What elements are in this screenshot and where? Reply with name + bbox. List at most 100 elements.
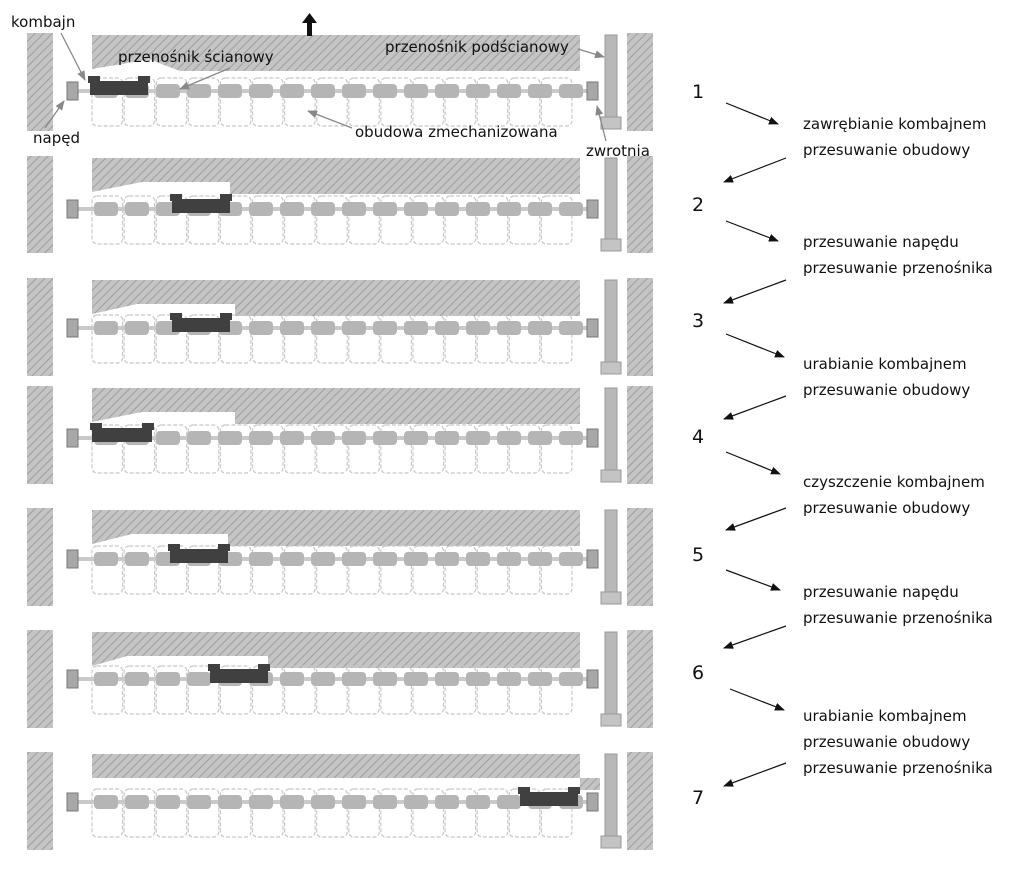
rib-hatch	[627, 508, 653, 606]
support-unit	[219, 788, 252, 838]
conveyor-pan	[373, 84, 397, 98]
conveyor-pan	[94, 795, 118, 809]
support-unit	[444, 788, 477, 838]
step-action: urabianie kombajnem	[803, 707, 967, 725]
step-action: przesuwanie obudowy	[803, 141, 970, 159]
shearer-body	[170, 549, 228, 563]
panels-group	[27, 33, 653, 850]
conveyor-pan	[528, 202, 552, 216]
coal-face-hatch	[92, 510, 580, 546]
conveyor-pan	[280, 84, 304, 98]
support-unit	[155, 314, 188, 364]
support-unit	[316, 665, 348, 715]
support-unit	[123, 788, 156, 838]
conveyor-pan	[559, 321, 583, 335]
support-unit	[444, 77, 477, 127]
support-unit	[412, 665, 445, 715]
support-unit	[187, 545, 220, 595]
stage-loader	[604, 753, 618, 839]
conveyor-pan	[125, 552, 149, 566]
step-action: przesuwanie napędu	[803, 233, 959, 251]
shearer-drum	[220, 313, 232, 320]
conveyor-pan	[187, 795, 211, 809]
shearer-drum	[88, 76, 100, 83]
conveyor-pan	[373, 795, 397, 809]
conveyor-pan	[156, 795, 180, 809]
support-unit	[91, 545, 124, 595]
support-unit	[251, 788, 284, 838]
support-unit	[444, 314, 477, 364]
step-number: 7	[692, 787, 704, 809]
conveyor-pan	[497, 672, 521, 686]
conveyor-pan	[280, 672, 304, 686]
panel-1	[27, 33, 653, 131]
support-unit	[219, 195, 252, 245]
support-unit	[412, 314, 445, 364]
support-unit	[316, 788, 348, 838]
support-unit	[540, 665, 573, 715]
step-action: przesuwanie napędu	[803, 583, 959, 601]
panel-4	[27, 386, 653, 484]
support-unit	[316, 545, 348, 595]
support-unit	[540, 314, 573, 364]
conveyor-pan	[466, 321, 490, 335]
shearer-body	[210, 669, 268, 683]
support-unit	[476, 424, 509, 474]
conveyor-pan	[528, 552, 552, 566]
return-unit	[586, 81, 599, 101]
conveyor-pan	[373, 431, 397, 445]
conveyor-pan	[497, 84, 521, 98]
label-przenosnik-podscianowy: przenośnik podścianowy	[385, 38, 569, 56]
support-unit	[348, 788, 380, 838]
support-unit	[91, 665, 124, 715]
drive-unit	[66, 428, 79, 448]
support-unit	[540, 77, 573, 127]
conveyor-pan	[435, 431, 459, 445]
shearer-drum	[258, 664, 270, 671]
support-unit	[508, 195, 541, 245]
step-action: przesuwanie obudowy	[803, 499, 970, 517]
support-unit	[348, 545, 380, 595]
conveyor-pan	[311, 672, 335, 686]
transition-arrow	[729, 688, 785, 711]
support-unit	[284, 195, 316, 245]
return-unit	[586, 318, 599, 338]
shearer-drum	[168, 544, 180, 551]
stage-loader-foot	[600, 835, 622, 849]
support-unit	[380, 545, 412, 595]
support-unit	[380, 665, 412, 715]
rib-hatch	[627, 278, 653, 376]
support-unit	[316, 77, 348, 127]
pointer-przenosnik-scianowy	[179, 67, 231, 90]
support-unit	[155, 788, 188, 838]
conveyor-pan	[404, 321, 428, 335]
shearer-drum	[218, 544, 230, 551]
step-number: 4	[692, 426, 704, 448]
conveyor-pan	[404, 795, 428, 809]
return-unit	[586, 199, 599, 219]
panel-3	[27, 278, 653, 376]
support-unit	[155, 665, 188, 715]
support-unit	[187, 665, 220, 715]
panel-2	[27, 156, 653, 253]
support-unit	[251, 77, 284, 127]
shearer-body	[520, 792, 578, 806]
stage-loader-foot	[600, 713, 622, 727]
conveyor-pan	[187, 431, 211, 445]
conveyor-pan	[94, 202, 118, 216]
stage-loader-foot	[600, 238, 622, 252]
support-unit	[348, 424, 380, 474]
support-unit	[219, 545, 252, 595]
conveyor-pan	[249, 552, 273, 566]
support-unit	[284, 545, 316, 595]
support-unit	[91, 195, 124, 245]
rib-hatch	[27, 33, 53, 131]
label-naped: napęd	[33, 129, 80, 147]
support-unit	[508, 545, 541, 595]
conveyor-pan	[94, 672, 118, 686]
conveyor-pan	[342, 795, 366, 809]
support-unit	[187, 77, 220, 127]
support-unit	[251, 314, 284, 364]
support-unit	[284, 77, 316, 127]
